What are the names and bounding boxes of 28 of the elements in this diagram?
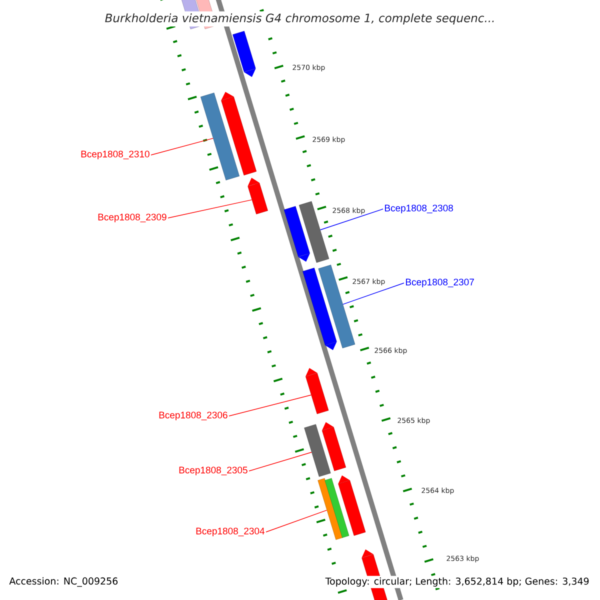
gene-label: Bcep1808_2304 (196, 528, 264, 536)
gene-feature (298, 201, 330, 263)
gene-label: Bcep1808_2306 (159, 412, 228, 420)
gene-feature (324, 478, 350, 538)
leader-line (150, 138, 214, 156)
leader-line (266, 510, 328, 532)
gene-feature (284, 206, 310, 262)
gene-feature (318, 478, 343, 540)
gene-feature (232, 30, 256, 77)
gene-feature (200, 92, 240, 180)
gene-label: Bcep1808_2308 (385, 204, 453, 214)
gene-label: Bcep1808_2309 (98, 214, 166, 222)
gene-feature (304, 424, 331, 477)
gene-feature (338, 475, 366, 536)
gene-feature (248, 178, 268, 214)
accession-text: Accession: NC_009256 (9, 577, 118, 587)
gene-feature (306, 368, 329, 414)
gene-label: Bcep1808_2305 (179, 466, 248, 476)
leader-line (168, 199, 252, 218)
leader-line (320, 208, 384, 230)
gene-feature (302, 268, 337, 350)
summary-text: Topology: circular; Length: 3,652,814 bp; Genes: 3,349 (324, 576, 591, 588)
gene-feature (322, 422, 346, 471)
gene-feature (221, 92, 257, 176)
gene-label: Bcep1808_2307 (406, 278, 474, 288)
leader-line (228, 394, 312, 416)
leader-line (248, 452, 312, 472)
gene-label: Bcep1808_2310 (81, 150, 150, 160)
